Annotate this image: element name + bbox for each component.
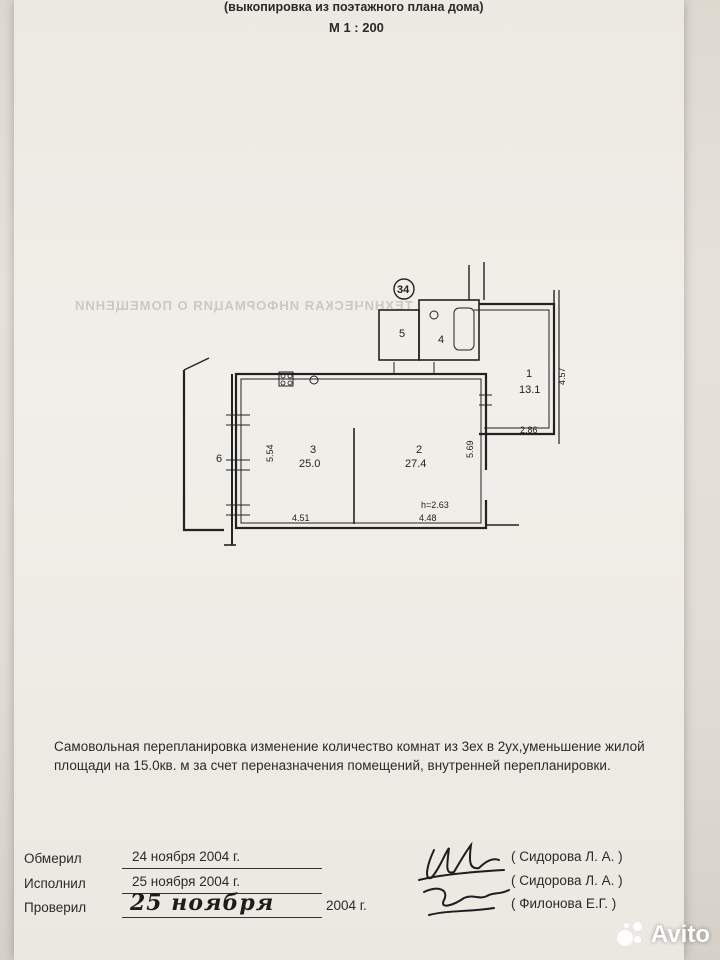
- replanning-note: Самовольная перепланировка изменение кол…: [54, 739, 645, 773]
- signoff-date-measured: 24 ноября 2004 г.: [132, 849, 240, 864]
- dim-room1-width: 2.86: [520, 425, 538, 435]
- signoff-name-executed: ( Сидорова Л. А. ): [511, 873, 623, 888]
- dim-room3-height: 5.54: [265, 444, 275, 462]
- room-1-area: 13.1: [519, 384, 540, 396]
- signoff-line: [122, 893, 322, 894]
- document-page: ТЕХНИЧЕСКАЯ ИНФОРМАЦИЯ О ПОМЕЩЕНИИ (выко…: [14, 0, 684, 960]
- signoff-label-executed: Исполнил: [24, 876, 86, 891]
- signoff-year-checked: 2004 г.: [326, 898, 367, 913]
- room-3-area: 25.0: [299, 458, 320, 470]
- dim-room3-width: 4.51: [292, 513, 310, 523]
- wall-room6-outer: [182, 370, 224, 532]
- signoff-name-checked: ( Филонова Е.Г. ): [511, 896, 617, 911]
- dim-ceiling-height: h=2.63: [421, 500, 449, 510]
- avito-logo-icon: [615, 920, 645, 950]
- room-2-number: 2: [416, 444, 422, 456]
- room-2-area: 27.4: [405, 458, 426, 470]
- plan-subtitle: (выкопировка из поэтажного плана дома): [224, 0, 484, 14]
- signoff-line: [122, 917, 322, 918]
- avito-wordmark: Avito: [650, 921, 710, 948]
- signoff-line: [122, 868, 322, 869]
- dim-room2-width: 4.48: [419, 513, 437, 523]
- room-3-number: 3: [310, 444, 316, 456]
- room-4-number: 4: [438, 334, 444, 346]
- room-5-number: 5: [399, 328, 405, 340]
- dim-room1-height: 4.57: [557, 367, 567, 385]
- signoff-date-checked-handwritten: 25 ноября: [130, 890, 275, 916]
- signoff-name-measured: ( Сидорова Л. А. ): [511, 849, 623, 864]
- signatures: [418, 841, 510, 916]
- avito-watermark: Avito: [615, 920, 710, 950]
- signoff-date-executed: 25 ноября 2004 г.: [132, 874, 240, 889]
- section-marker-label: 34: [397, 284, 410, 296]
- floor-plan: 34 1 13.1 2 27.4 3 25.0 4 5 6 4.57 2.86 …: [182, 262, 567, 546]
- room-1-number: 1: [526, 368, 532, 380]
- signoff-label-checked: Проверил: [24, 900, 87, 915]
- room-6-number: 6: [216, 453, 222, 465]
- signoff-label-measured: Обмерил: [24, 851, 82, 866]
- section-marker-circle: [393, 278, 415, 300]
- dim-room2-height: 5.69: [465, 440, 475, 458]
- plan-scale: М 1 : 200: [329, 20, 384, 35]
